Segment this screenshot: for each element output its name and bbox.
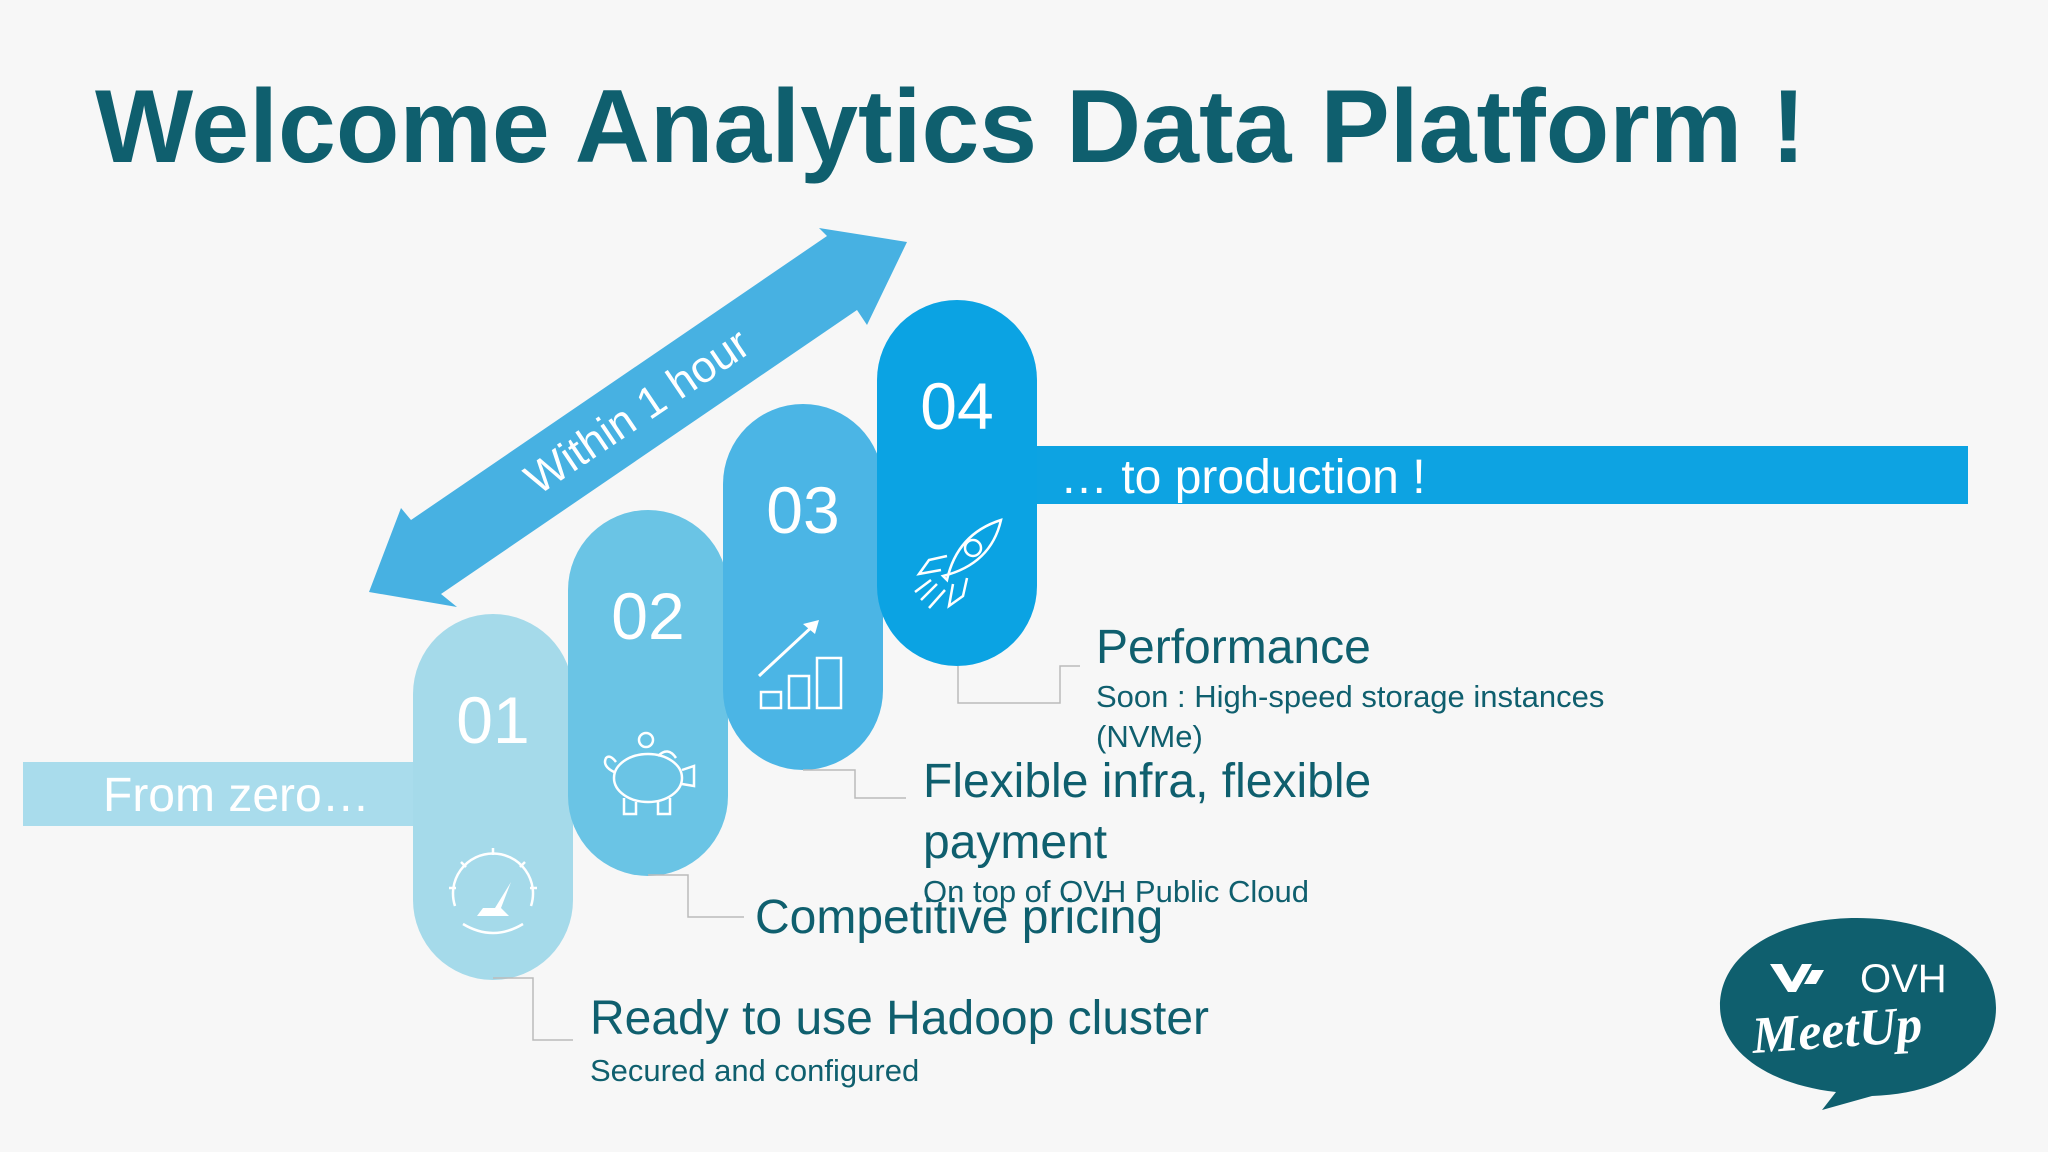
step-03-title-line2: payment (923, 816, 1108, 869)
step-01-subtitle: Secured and configured (590, 1053, 920, 1088)
piggy-bank-icon (603, 731, 696, 816)
to-production-band: … to production ! (1035, 446, 1968, 504)
double-arrow-icon (369, 228, 907, 607)
step-02-title: Competitive pricing (755, 891, 1164, 944)
rocket-icon (914, 518, 1003, 609)
step-04-subtitle-line2: (NVMe) (1096, 719, 1203, 754)
step-02-number: 02 (611, 579, 685, 653)
from-zero-label: From zero… (103, 769, 370, 822)
growth-chart-icon (757, 620, 843, 710)
gauge-icon (449, 848, 537, 935)
logo-brand-text: OVH (1860, 957, 1947, 1001)
step-01-title: Ready to use Hadoop cluster (590, 992, 1210, 1045)
step-03-subtitle: On top of OVH Public Cloud (923, 874, 1309, 909)
to-production-label: … to production ! (1060, 451, 1426, 504)
slide-title: Welcome Analytics Data Platform ! (95, 69, 1806, 185)
from-zero-band: From zero… (23, 762, 423, 826)
step-02-pill: 02 (568, 510, 728, 876)
ovh-meetup-logo: OVH MeetUp (1720, 918, 1996, 1110)
step-04-pill: 04 (877, 300, 1037, 666)
logo-tagline-text: MeetUp (1749, 996, 1924, 1065)
step-04-title: Performance (1096, 621, 1371, 674)
step-03-title-line1: Flexible infra, flexible (923, 755, 1372, 808)
within-hour-arrow: Within 1 hour (369, 228, 907, 607)
step-01-number: 01 (456, 683, 530, 757)
step-04-number: 04 (920, 369, 994, 443)
ovh-mark-icon (1770, 964, 1824, 992)
step-03-pill: 03 (723, 404, 883, 770)
step-04-subtitle-line1: Soon : High-speed storage instances (1096, 679, 1605, 714)
step-01-pill: 01 (413, 614, 573, 980)
step-03-number: 03 (766, 473, 840, 547)
